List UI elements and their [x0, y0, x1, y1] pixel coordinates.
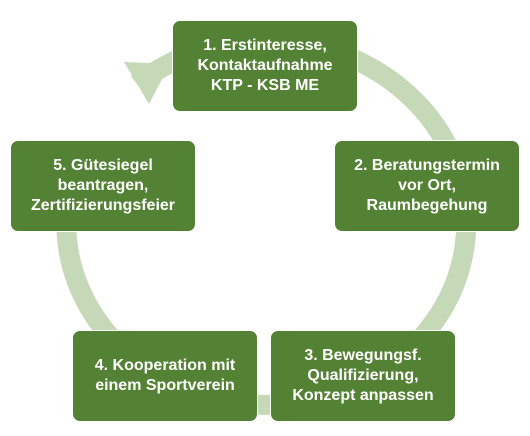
step-label-3: 3. Bewegungsf. Qualifizierung, Konzept a… [292, 347, 434, 404]
step-label-2: 2. Beratungstermin vor Ort, Raumbegehung [354, 157, 500, 214]
cycle-arrowhead-icon [124, 62, 170, 104]
step-label-4: 4. Kooperation mit einem Sportverein [94, 357, 236, 394]
step-box-5: 5. Gütesiegel beantragen, Zertifizierung… [10, 140, 196, 232]
step-box-1: 1. Erstinteresse, Kontaktaufnahme KTP - … [172, 20, 358, 112]
step-label-1: 1. Erstinteresse, Kontaktaufnahme KTP - … [197, 37, 333, 94]
step-box-2: 2. Beratungstermin vor Ort, Raumbegehung [334, 140, 520, 232]
step-box-3: 3. Bewegungsf. Qualifizierung, Konzept a… [270, 330, 456, 422]
step-box-4: 4. Kooperation mit einem Sportverein [72, 330, 258, 422]
step-label-5: 5. Gütesiegel beantragen, Zertifizierung… [30, 157, 176, 214]
